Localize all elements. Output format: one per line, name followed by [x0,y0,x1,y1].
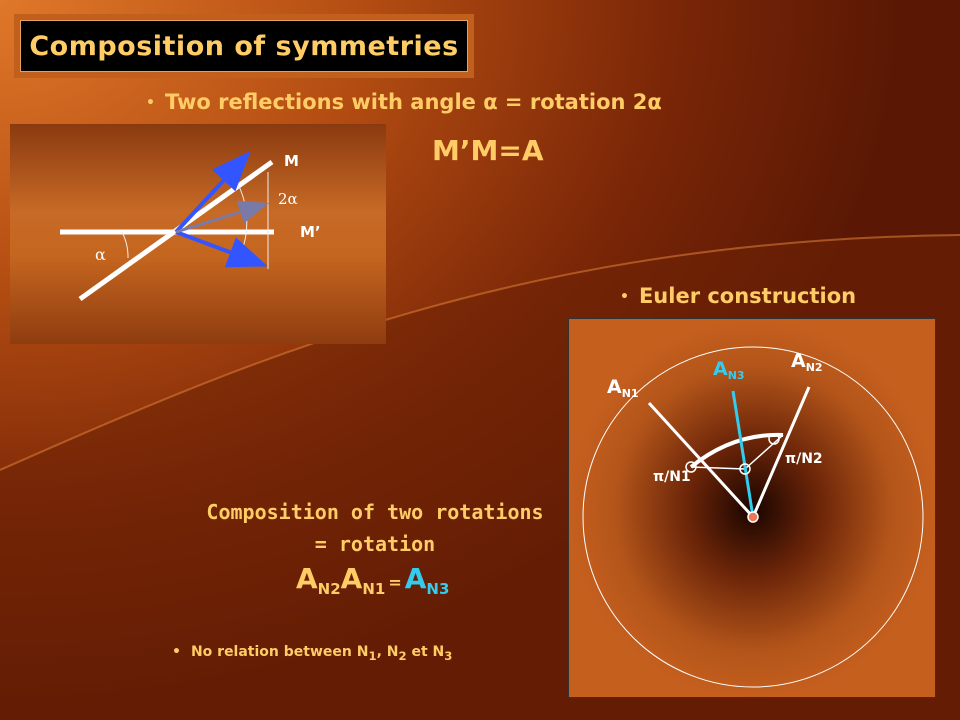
slide-title: Composition of symmetries [29,30,459,62]
bullet-euler-text: Euler construction [638,284,857,308]
reflection-diagram: M 2α M’ α [10,124,386,344]
formula-sub-n1: N1 [362,580,386,598]
formula-a: A [340,562,363,595]
title-inner: Composition of symmetries [20,20,468,72]
formula-equals: = [388,573,402,592]
rotation-arrow [175,200,269,234]
equation-mm: M’M=A [432,134,544,167]
label-a-n1: AN1 [607,376,639,400]
bullet-euler: • Euler construction [620,284,856,308]
composition-line2: = rotation [314,532,436,556]
axis-n1 [647,401,755,519]
formula-a: A [404,562,427,595]
bullet-dot: • [172,644,181,660]
title-box: Composition of symmetries [14,14,474,78]
label-pi-n2: π/N2 [785,451,823,467]
label-m: M [284,152,299,170]
reflected-arrow [175,230,268,268]
no-relation-sub3: 3 [444,648,453,663]
formula-sub-n3: N3 [426,580,450,598]
no-relation-sub1: 1 [368,648,377,663]
euler-construction-panel: AN1 AN3 AN2 π/N1 π/N2 [568,318,936,698]
label-alpha: α [95,245,106,264]
axis-n2 [751,386,811,518]
bullet-dot: • [146,95,155,111]
bullet-reflections-text: Two reflections with angle α = rotation … [164,90,662,114]
center-point [747,511,759,523]
label-a-n3: AN3 [713,358,745,382]
formula-a: A [296,562,318,595]
composition-line1: Composition of two rotations [206,500,544,524]
euler-circle [582,346,924,688]
bullet-dot: • [620,289,629,305]
formula-sub-n2: N2 [317,580,341,598]
no-relation-sep1: , N [376,644,399,660]
no-relation-prefix: No relation between N [190,644,369,660]
axis-n3 [731,390,755,518]
composition-text: Composition of two rotations = rotation [170,496,580,560]
composition-formula: AN2AN1=AN3 [296,562,449,598]
label-pi-n1: π/N1 [653,469,691,485]
bullet-reflections: • Two reflections with angle α = rotation… [146,90,662,114]
no-relation-sub2: 2 [398,648,407,663]
incident-arrow [174,151,251,234]
no-relation-sep2: et N [406,644,445,660]
label-2alpha: 2α [278,190,298,208]
label-a-n2: AN2 [791,350,823,374]
label-m-prime: M’ [300,223,321,241]
bullet-no-relation: • No relation between N1, N2 et N3 [172,644,452,663]
